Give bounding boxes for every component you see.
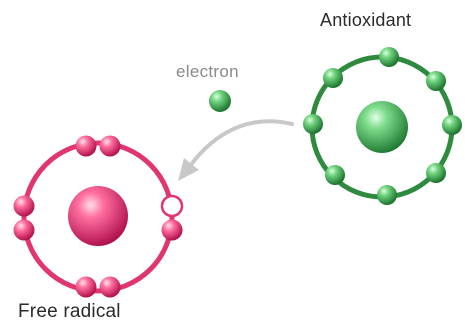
transfer-arrow-shaft <box>188 119 294 168</box>
antioxidant-electron <box>323 68 343 88</box>
free-radical-electron <box>13 219 35 241</box>
free-radical-electron <box>75 276 97 298</box>
free-radical-electron <box>75 135 97 157</box>
free-radical-molecule <box>13 135 184 298</box>
free-radical-nucleus <box>68 186 128 246</box>
antioxidant-electron <box>426 71 446 91</box>
antioxidant-electron <box>377 185 397 205</box>
missing-electron-slot <box>160 194 184 218</box>
free-radical-electron <box>161 219 183 241</box>
transfer-arrow <box>178 119 294 181</box>
antioxidant-molecule <box>303 47 462 205</box>
free-radical-electron <box>99 135 121 157</box>
antioxidant-label: Antioxidant <box>320 10 412 30</box>
antioxidant-electron <box>442 115 462 135</box>
free-radical-electron <box>13 195 35 217</box>
electron-label: electron <box>176 62 239 81</box>
antioxidant-electron <box>303 114 323 134</box>
free-electron <box>209 90 231 112</box>
antioxidant-nucleus <box>356 101 408 153</box>
antioxidant-electron <box>325 165 345 185</box>
free-radical-electron <box>99 276 121 298</box>
transfer-arrow-head <box>178 158 199 181</box>
antioxidant-electron <box>379 47 399 67</box>
free-radical-label: Free radical <box>18 301 121 322</box>
antioxidant-electron <box>426 163 446 183</box>
